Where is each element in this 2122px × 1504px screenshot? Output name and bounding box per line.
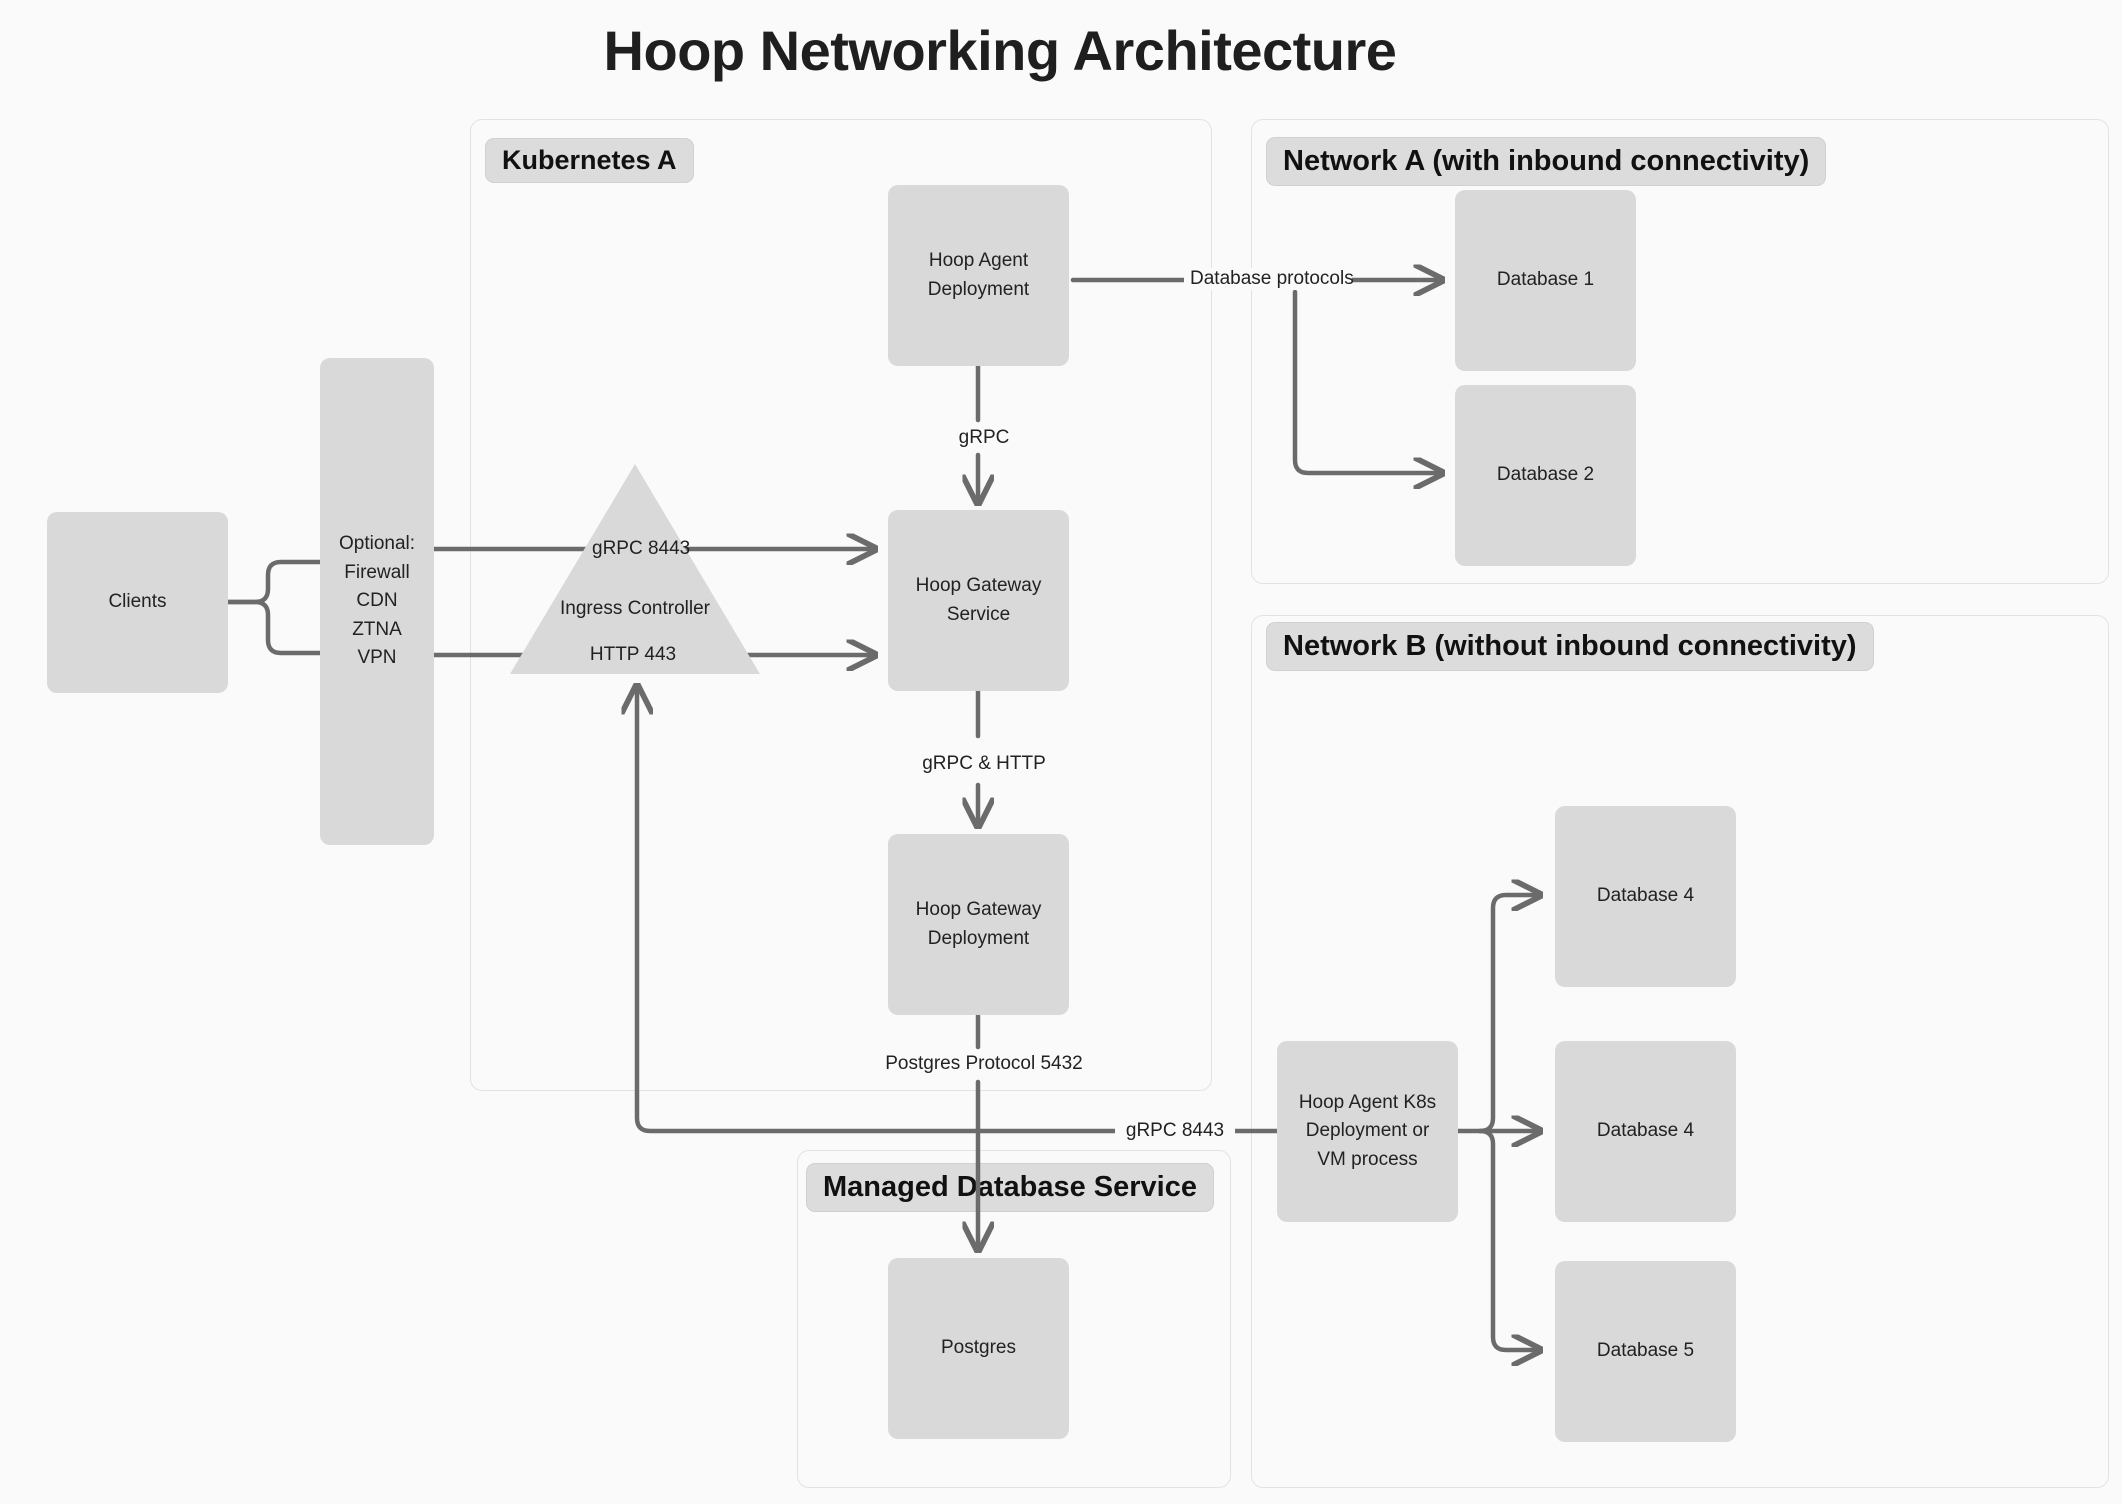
edge-label-grpc: gRPC <box>938 427 1030 449</box>
ingress-line-1: Controller <box>627 598 710 619</box>
node-database-1[interactable]: Database 1 <box>1455 190 1636 371</box>
page-title: Hoop Networking Architecture <box>603 19 1397 82</box>
node-clients-label: Clients <box>108 591 167 613</box>
node-database-2-label: Database 2 <box>1496 464 1595 486</box>
group-label-network-b: Network B (without inbound connectivity) <box>1266 622 1874 671</box>
node-hoop-agent-deployment[interactable]: Hoop Agent Deployment <box>888 185 1069 366</box>
optional-line-2: CDN <box>356 590 398 612</box>
node-postgres-label: Postgres <box>941 1337 1016 1359</box>
node-ingress-controller[interactable] <box>510 464 760 674</box>
node-database-4-middle[interactable]: Database 4 <box>1555 1041 1736 1222</box>
node-database-2[interactable]: Database 2 <box>1455 385 1636 566</box>
node-database-4-top[interactable]: Database 4 <box>1555 806 1736 987</box>
hoop-gateway-service-line-1: Service <box>946 603 1011 625</box>
optional-line-3: ZTNA <box>352 618 402 640</box>
node-optional-firewall-cdn-ztna-vpn[interactable]: Optional: Firewall CDN ZTNA VPN <box>320 358 434 845</box>
edge-label-grpc-8443-agent: gRPC 8443 <box>1115 1120 1235 1142</box>
edge-label-http-443: HTTP 443 <box>589 644 677 665</box>
node-database-4-middle-label: Database 4 <box>1596 1120 1695 1142</box>
optional-line-1: Firewall <box>344 561 410 583</box>
node-clients[interactable]: Clients <box>47 512 228 693</box>
node-hoop-gateway-service[interactable]: Hoop Gateway Service <box>888 510 1069 691</box>
hoop-gateway-deployment-line-0: Hoop Gateway <box>915 899 1042 920</box>
group-label-kubernetes-a: Kubernetes A <box>485 138 694 183</box>
edge-label-database-protocols: Database protocols <box>1184 268 1354 290</box>
hoop-agent-deployment-line-0: Hoop Agent <box>928 250 1029 271</box>
node-database-5[interactable]: Database 5 <box>1555 1261 1736 1442</box>
optional-line-0: Optional: <box>338 533 416 555</box>
node-ingress-controller-label: Ingress Controller <box>560 595 710 624</box>
edge-label-grpc-8443-ingress: gRPC 8443 <box>592 538 691 559</box>
hoop-agent-k8s-line-1: Deployment or <box>1305 1120 1430 1142</box>
optional-line-4: VPN <box>357 647 397 669</box>
hoop-agent-k8s-line-0: Hoop Agent K8s <box>1298 1091 1437 1113</box>
node-database-1-label: Database 1 <box>1496 269 1595 291</box>
hoop-gateway-deployment-line-1: Deployment <box>927 927 1030 949</box>
node-hoop-agent-k8s[interactable]: Hoop Agent K8s Deployment or VM process <box>1277 1041 1458 1222</box>
node-hoop-gateway-deployment[interactable]: Hoop Gateway Deployment <box>888 834 1069 1015</box>
node-database-4-top-label: Database 4 <box>1596 885 1695 907</box>
node-postgres[interactable]: Postgres <box>888 1258 1069 1439</box>
group-label-managed-database-service: Managed Database Service <box>806 1163 1214 1212</box>
group-network-a <box>1251 119 2109 584</box>
hoop-gateway-service-line-0: Hoop Gateway <box>915 575 1042 596</box>
ingress-line-0: Ingress <box>560 598 623 619</box>
edge-label-postgres-protocol: Postgres Protocol 5432 <box>858 1053 1110 1075</box>
group-label-network-a: Network A (with inbound connectivity) <box>1266 137 1827 186</box>
hoop-agent-k8s-line-2: VM process <box>1317 1148 1418 1170</box>
hoop-agent-deployment-line-1: Deployment <box>927 278 1030 300</box>
node-database-5-label: Database 5 <box>1596 1340 1695 1362</box>
edge-label-grpc-http: gRPC & HTTP <box>908 753 1060 775</box>
